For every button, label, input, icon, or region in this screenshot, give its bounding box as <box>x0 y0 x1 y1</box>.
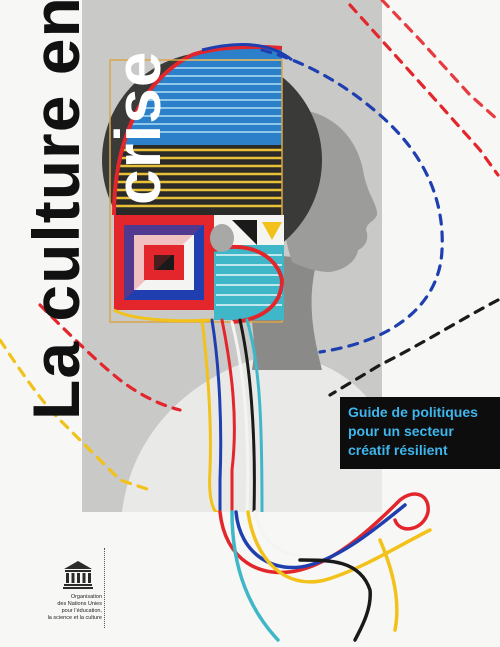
publisher-line: Organisation <box>70 594 102 600</box>
hanging-threads <box>200 318 264 512</box>
portrait-illustration <box>82 0 382 512</box>
publisher-line: pour l’éducation, <box>61 608 102 614</box>
publisher-divider <box>104 548 105 628</box>
publisher-line: des Nations Unies <box>57 601 102 607</box>
cover-subtitle: Guide de politiques pour un secteur créa… <box>340 397 500 469</box>
subtitle-line: créatif résilient <box>348 442 448 458</box>
cover-title-line2: crise <box>102 50 174 205</box>
cover-photo <box>82 0 382 512</box>
embroidery-geometric <box>113 215 285 324</box>
shirt-shape <box>122 356 382 512</box>
publisher-line: la science et la culture <box>47 615 102 621</box>
subtitle-line: pour un secteur <box>348 423 454 439</box>
title-block: La culture en crise <box>19 0 174 420</box>
subtitle-line: Guide de politiques <box>348 404 478 420</box>
publisher-name: Organisation des Nations Unies pour l’éd… <box>20 594 102 622</box>
unesco-temple-logo-icon <box>63 561 93 589</box>
cover-title-line1: La culture en <box>19 0 93 420</box>
